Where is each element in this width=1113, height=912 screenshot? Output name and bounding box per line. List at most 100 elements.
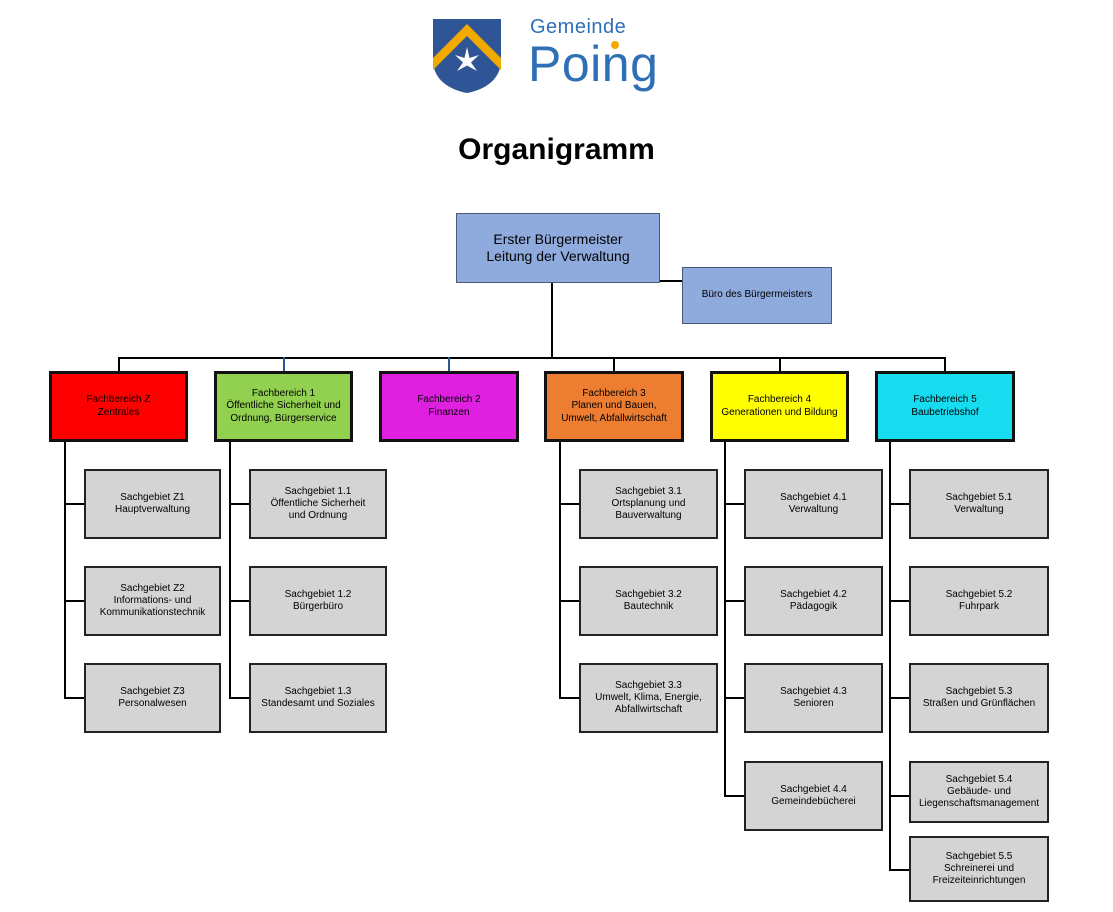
chief-line1: Erster Bürgermeister: [493, 230, 623, 247]
connector-fb3: [613, 357, 615, 373]
unit-box-5-5: Sachgebiet 5.5 Schreinerei und Freizeite…: [909, 836, 1049, 902]
department-box-4: Fachbereich 4 Generationen und Bildung: [710, 371, 849, 442]
branch: [724, 697, 745, 699]
department-title: Fachbereich Z: [86, 394, 151, 406]
trunk-fb5: [889, 441, 891, 871]
buero-label: Büro des Bürgermeisters: [701, 289, 813, 301]
unit-subtitle: Verwaltung: [788, 504, 839, 515]
connector-fb2: [448, 357, 450, 373]
department-box-1: Fachbereich 1 Öffentliche Sicherheit und…: [214, 371, 353, 442]
unit-subtitle: Hauptverwaltung: [114, 504, 191, 515]
unit-title: Sachgebiet Z2: [120, 582, 185, 594]
unit-subtitle: Pädagogik: [789, 601, 838, 612]
branch: [559, 503, 580, 505]
unit-box-3-1: Sachgebiet 3.1 Ortsplanung und Bauverwal…: [579, 469, 718, 539]
unit-subtitle: Ortsplanung und: [611, 497, 686, 509]
trunk-fbz: [64, 441, 66, 698]
unit-subtitle: Straßen und Grünflächen: [922, 698, 1036, 709]
department-subtitle: Ordnung, Bürgerservice: [230, 412, 337, 424]
unit-subtitle: Öffentliche Sicherheit: [270, 497, 366, 509]
trunk-fb4: [724, 441, 726, 796]
buero-box: Büro des Bürgermeisters: [682, 267, 832, 324]
trunk-fb1: [229, 441, 231, 698]
unit-box-5-1: Sachgebiet 5.1 Verwaltung: [909, 469, 1049, 539]
department-title: Fachbereich 5: [913, 394, 977, 406]
branch: [229, 600, 250, 602]
branch: [229, 503, 250, 505]
unit-subtitle: Verwaltung: [954, 504, 1004, 515]
unit-subtitle: Liegenschaftsmanagement: [918, 798, 1040, 810]
department-title: Fachbereich 1: [251, 388, 316, 400]
unit-subtitle: Standesamt und Soziales: [261, 698, 375, 709]
unit-box-z3: Sachgebiet Z3 Personalwesen: [84, 663, 221, 733]
unit-subtitle: Gemeindebücherei: [771, 796, 856, 807]
unit-subtitle: und Ordnung: [288, 510, 348, 522]
unit-box-4-1: Sachgebiet 4.1 Verwaltung: [744, 469, 883, 539]
unit-subtitle: Personalwesen: [118, 698, 187, 709]
unit-box-3-2: Sachgebiet 3.2 Bautechnik: [579, 566, 718, 636]
department-subtitle: Finanzen: [428, 406, 470, 418]
unit-subtitle: Informations- und: [113, 594, 192, 606]
unit-title: Sachgebiet Z1: [120, 491, 185, 503]
department-subtitle: Öffentliche Sicherheit und: [226, 400, 341, 412]
unit-title: Sachgebiet 1.2: [284, 588, 352, 600]
connector-horizontal-main: [118, 357, 946, 359]
chief-box: Erster Bürgermeister Leitung der Verwalt…: [456, 213, 660, 283]
unit-subtitle: Senioren: [793, 698, 834, 709]
department-subtitle: Planen und Bauen,: [571, 400, 657, 412]
page-title: Organigramm: [458, 133, 655, 166]
unit-subtitle: Bauverwaltung: [615, 510, 682, 522]
department-box-z: Fachbereich Z Zentrales: [49, 371, 188, 442]
chief-line2: Leitung der Verwaltung: [486, 248, 630, 264]
branch: [889, 795, 910, 797]
branch: [64, 503, 85, 505]
department-title: Fachbereich 2: [417, 394, 481, 406]
branch: [889, 503, 910, 505]
department-box-3: Fachbereich 3 Planen und Bauen, Umwelt, …: [544, 371, 684, 442]
connector-fbz: [118, 357, 120, 373]
unit-title: Sachgebiet 3.1: [615, 485, 682, 497]
unit-box-1-2: Sachgebiet 1.2 Bürgerbüro: [249, 566, 387, 636]
unit-title: Sachgebiet 4.2: [780, 588, 847, 600]
unit-box-1-1: Sachgebiet 1.1 Öffentliche Sicherheit un…: [249, 469, 387, 539]
logo-text-poing: Poing: [528, 36, 659, 92]
unit-subtitle: Umwelt, Klima, Energie,: [595, 691, 702, 703]
connector-chief-buero: [659, 280, 683, 282]
branch: [724, 795, 745, 797]
trunk-fb3: [559, 441, 561, 698]
unit-box-4-2: Sachgebiet 4.2 Pädagogik: [744, 566, 883, 636]
branch: [724, 600, 745, 602]
unit-title: Sachgebiet 1.3: [284, 685, 352, 697]
unit-title: Sachgebiet Z3: [120, 685, 185, 697]
star-icon: [455, 47, 479, 71]
unit-subtitle: Bürgerbüro: [292, 601, 344, 612]
unit-title: Sachgebiet 5.2: [945, 588, 1013, 600]
branch: [229, 697, 250, 699]
unit-title: Sachgebiet 5.4: [945, 773, 1013, 785]
unit-title: Sachgebiet 4.1: [780, 491, 847, 503]
unit-subtitle: Fuhrpark: [958, 601, 999, 612]
branch: [889, 697, 910, 699]
unit-box-z2: Sachgebiet Z2 Informations- und Kommunik…: [84, 566, 221, 636]
unit-box-z1: Sachgebiet Z1 Hauptverwaltung: [84, 469, 221, 539]
unit-title: Sachgebiet 3.3: [615, 679, 682, 691]
department-title: Fachbereich 3: [582, 388, 646, 400]
branch: [889, 600, 910, 602]
branch: [889, 869, 910, 871]
branch: [724, 503, 745, 505]
connector-fb1: [283, 357, 285, 373]
coat-of-arms-logo: [433, 19, 501, 93]
unit-subtitle: Schreinerei und: [943, 862, 1015, 874]
unit-subtitle: Kommunikationstechnik: [99, 607, 206, 619]
department-subtitle: Generationen und Bildung: [721, 406, 838, 418]
unit-title: Sachgebiet 3.2: [615, 588, 682, 600]
unit-subtitle: Freizeiteinrichtungen: [932, 875, 1026, 887]
unit-box-5-3: Sachgebiet 5.3 Straßen und Grünflächen: [909, 663, 1049, 733]
unit-subtitle: Abfallwirtschaft: [614, 704, 683, 716]
unit-subtitle: Gebäude- und: [947, 785, 1011, 797]
unit-box-1-3: Sachgebiet 1.3 Standesamt und Soziales: [249, 663, 387, 733]
department-box-2: Fachbereich 2 Finanzen: [379, 371, 519, 442]
chevron-shape: [433, 24, 501, 70]
connector-fb5: [944, 357, 946, 373]
unit-box-4-4: Sachgebiet 4.4 Gemeindebücherei: [744, 761, 883, 831]
